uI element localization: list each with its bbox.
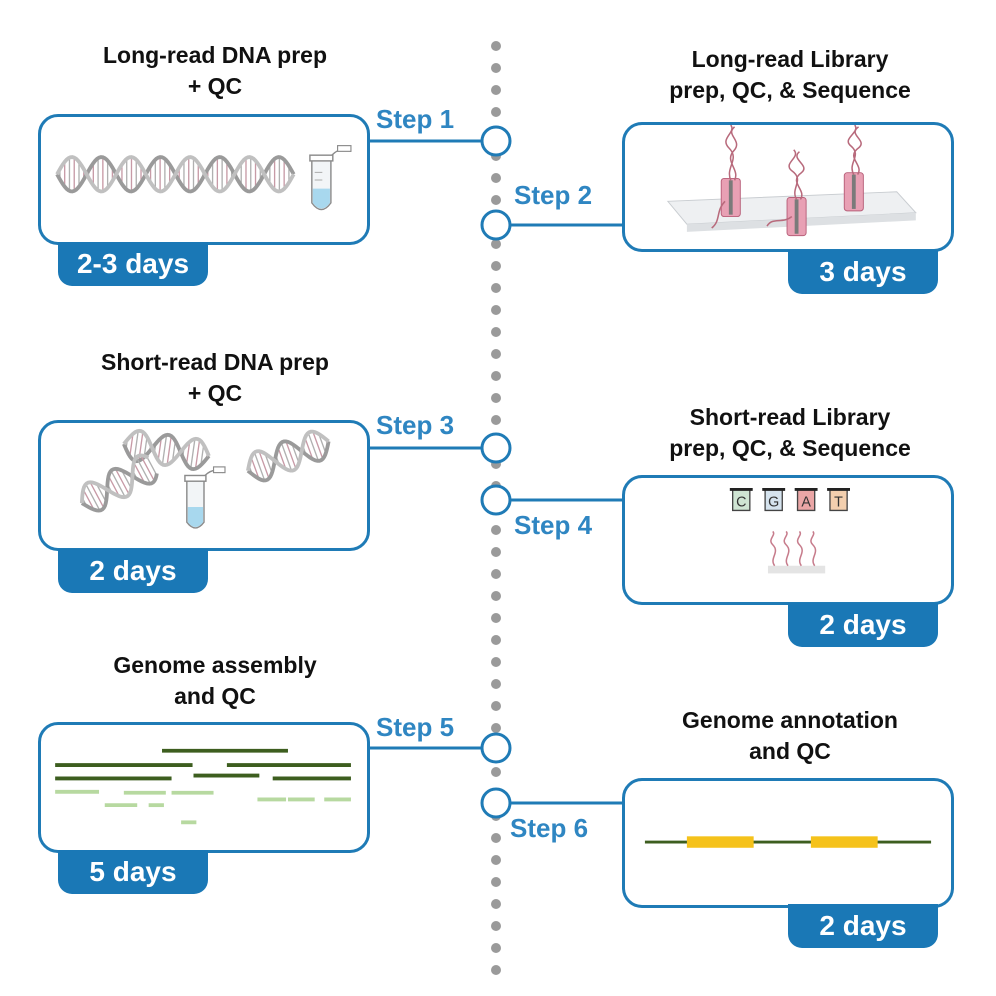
step4-duration-badge: 2 days	[788, 603, 938, 647]
nucleotide-a: A	[794, 488, 818, 512]
step5-title-line1: Genome assembly	[113, 652, 317, 678]
sample-tube-icon	[309, 145, 352, 211]
svg-text:C: C	[736, 495, 746, 511]
step5-label: Step 5	[376, 712, 455, 742]
svg-text:A: A	[801, 495, 811, 511]
step4-node	[480, 484, 512, 516]
step1-title-line1: Long-read DNA prep	[102, 42, 328, 68]
step1-card	[38, 114, 370, 245]
step1-title: Long-read DNA prep + QC	[40, 40, 390, 102]
step6-title-line2: and QC	[749, 738, 831, 764]
step4-title: Short-read Library prep, QC, & Sequence	[610, 402, 970, 464]
step2-duration-badge: 3 days	[788, 250, 938, 294]
step1-title-line2: + QC	[187, 73, 243, 99]
nucleotide-g: G	[762, 488, 786, 512]
step5-node	[480, 732, 512, 764]
step2-title: Long-read Library prep, QC, & Sequence	[610, 44, 970, 106]
nucleotide-t: T	[827, 488, 850, 512]
step3-card	[38, 420, 370, 551]
step6-title: Genome annotation and QC	[610, 705, 970, 767]
step2-label: Step 2	[514, 180, 593, 210]
step2-title-line1: Long-read Library	[691, 46, 889, 72]
step3-node	[480, 432, 512, 464]
svg-text:T: T	[834, 495, 843, 511]
step2-card	[622, 122, 954, 252]
step3-title-line1: Short-read DNA prep	[101, 349, 329, 375]
sample-tube-icon	[184, 466, 226, 529]
assembly-contigs-icon	[55, 748, 351, 825]
step3-label: Step 3	[376, 410, 455, 440]
nucleotide-c: C	[729, 488, 753, 512]
step6-label: Step 6	[510, 813, 589, 843]
gene-annotation-track-icon	[644, 836, 932, 848]
step1-duration-badge: 2-3 days	[58, 242, 208, 286]
step6-card	[622, 778, 954, 908]
step5-duration-badge: 5 days	[58, 850, 208, 894]
step1-label: Step 1	[376, 104, 455, 134]
step3-title-line2: + QC	[187, 380, 243, 406]
step5-card	[38, 722, 370, 853]
step3-title: Short-read DNA prep + QC	[40, 347, 390, 409]
dna-fragments-and-tube-icon	[79, 428, 331, 529]
step3-duration-badge: 2 days	[58, 549, 208, 593]
step6-node	[480, 787, 512, 819]
step4-label: Step 4	[514, 510, 593, 540]
step4-title-line1: Short-read Library	[689, 404, 891, 430]
step5-title-line2: and QC	[174, 683, 256, 709]
step2-node	[480, 209, 512, 241]
step4-title-line2: prep, QC, & Sequence	[669, 435, 911, 461]
step6-duration-badge: 2 days	[788, 904, 938, 948]
step5-title: Genome assembly and QC	[40, 650, 390, 712]
svg-text:G: G	[768, 495, 779, 511]
step1-node	[480, 125, 512, 157]
step6-title-line1: Genome annotation	[682, 707, 898, 733]
step2-title-line2: prep, QC, & Sequence	[669, 77, 911, 103]
dna-helix-and-tube-icon	[55, 145, 352, 211]
nanopore-flowcell-icon	[666, 125, 917, 237]
